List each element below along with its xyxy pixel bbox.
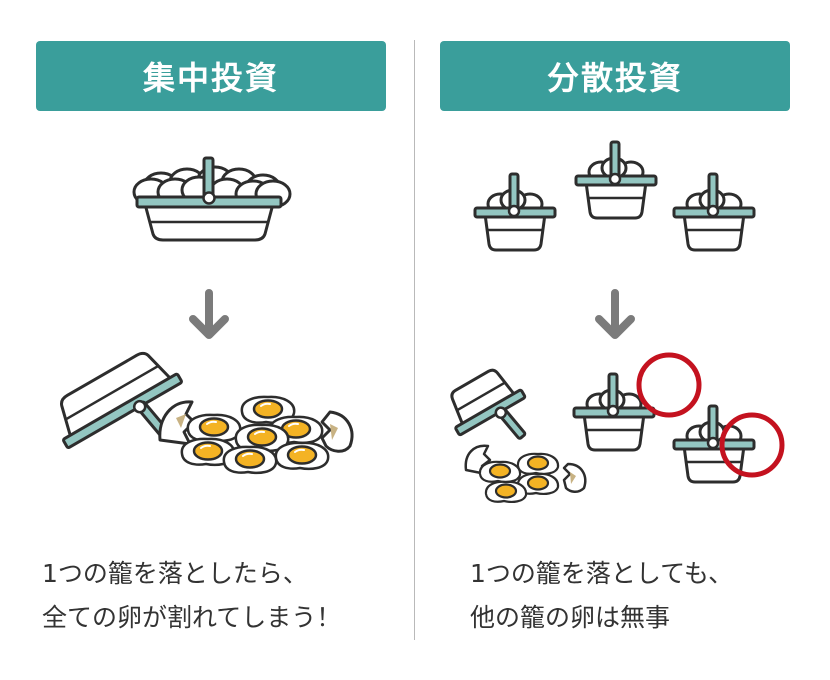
- caption-line: 1つの籠を落としたら、: [42, 559, 308, 588]
- concentrated-investment-title: 集中投資: [142, 59, 279, 97]
- diversified-investment-caption: 1つの籠を落としても、 他の籠の卵は無事: [470, 552, 733, 640]
- fried-egg-icon: [180, 395, 330, 475]
- highlight-circle-icon: [719, 412, 785, 478]
- small-basket-icon: [576, 142, 656, 218]
- small-basket-icon: [674, 174, 754, 250]
- concentrated-investment-caption: 1つの籠を落としたら、 全ての卵が割れてしまう！: [42, 552, 341, 640]
- center-divider: [414, 40, 415, 640]
- diversified-investment-title: 分散投資: [546, 59, 683, 97]
- caption-line: 他の籠の卵は無事: [470, 603, 671, 632]
- caption-line: 1つの籠を落としても、: [470, 559, 734, 588]
- small-basket-icon: [475, 174, 555, 250]
- small-basket-icon: [574, 374, 654, 450]
- concentrated-investment-header: 集中投資: [36, 41, 386, 111]
- fried-egg-icon: [478, 452, 560, 504]
- caption-line: 全ての卵が割れてしまう！: [42, 603, 342, 632]
- overturned-basket-icon: [450, 368, 527, 440]
- highlight-circle-icon: [636, 352, 702, 418]
- down-arrow-icon: [599, 293, 631, 335]
- overturned-basket-icon: [60, 351, 183, 449]
- diversified-investment-header: 分散投資: [440, 41, 790, 111]
- down-arrow-icon: [193, 293, 225, 335]
- basket-of-eggs-icon: [132, 156, 292, 242]
